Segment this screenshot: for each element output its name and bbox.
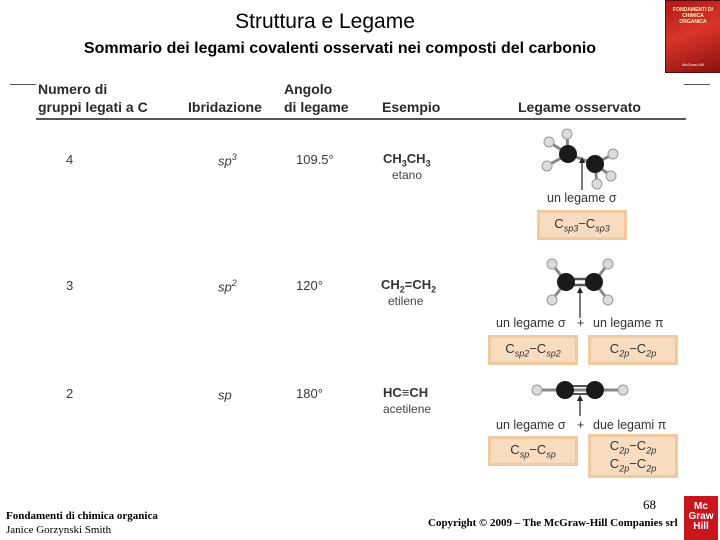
row-ethane-hybridization: sp3	[218, 152, 237, 168]
row-ethane-angle: 109.5°	[296, 152, 334, 167]
box-atom: −C	[578, 216, 596, 232]
row-acetylene-sigma-label: un legame σ	[496, 418, 566, 432]
box-orbital: sp	[519, 449, 530, 460]
row-ethane-groups: 4	[66, 152, 74, 167]
row-acetylene-hybridization: sp	[218, 386, 232, 402]
box-atom: C	[510, 442, 520, 458]
book-cover-publisher: McGraw-Hill	[682, 62, 704, 67]
formula-sub: 2	[431, 284, 437, 295]
row-acetylene-sigma-box: Csp−Csp	[488, 436, 578, 466]
bond-box-text: Csp3−Csp3	[554, 216, 609, 234]
row-ethane-bond-box: Csp3−Csp3	[537, 210, 627, 240]
slide-title: Struttura e Legame	[235, 10, 415, 33]
row-ethylene-pi-box: C2p−C2p	[588, 335, 678, 365]
acetylene-model-image	[531, 381, 629, 416]
row-acetylene-pi-box: C2p−C2p C2p−C2p	[588, 434, 678, 478]
bond-box-text: Csp2−Csp2	[505, 341, 560, 359]
formula-sub: 2	[399, 284, 405, 295]
box-atom: −C	[629, 456, 647, 471]
row-acetylene-angle: 180°	[296, 386, 323, 401]
box-atom: C	[609, 438, 620, 454]
box-orbital: sp3	[595, 223, 610, 234]
box-atom: −C	[529, 341, 547, 357]
formula-part: CH	[406, 151, 426, 166]
box-orbital: 2p	[619, 446, 630, 456]
right-rule	[684, 84, 710, 85]
row-acetylene-groups: 2	[66, 386, 74, 401]
box-orbital: 2p	[619, 348, 630, 359]
row-ethylene-name: etilene	[388, 294, 424, 308]
box-orbital: 2p	[646, 348, 657, 359]
formula-part: =CH	[404, 277, 432, 292]
formula-sub: 3	[425, 158, 431, 169]
footer-copyright: Copyright © 2009 – The McGraw-Hill Compa…	[428, 517, 678, 529]
row-ethylene-formula: CH2=CH2	[381, 277, 436, 298]
box-atom: −C	[629, 438, 647, 454]
formula-part: CH	[381, 277, 400, 292]
row-ethylene-hybridization: sp2	[218, 278, 237, 294]
bond-box-text: Csp−Csp	[510, 442, 555, 460]
hyb-sup: 3	[231, 152, 237, 162]
row-ethylene-sigma-label: un legame σ	[496, 316, 566, 330]
formula-part: CH	[383, 151, 402, 166]
logo-line: Graw	[688, 511, 714, 522]
box-orbital: sp2	[546, 348, 561, 359]
left-rule	[10, 84, 36, 85]
box-orbital: 2p	[646, 463, 657, 474]
row-ethane-bond-label: un legame σ	[547, 191, 617, 205]
row-acetylene-name: acetilene	[383, 402, 432, 416]
box-atom: C	[609, 341, 620, 357]
bond-box-text-line1: C2p−C2p	[610, 438, 656, 456]
row-acetylene-formula: HC≡CH	[383, 385, 429, 400]
bond-box-text: C2p−C2p	[610, 341, 656, 359]
row-ethylene-plus: +	[577, 316, 585, 330]
book-cover-title: FONDAMENTI DI CHIMICA ORGANICA	[673, 7, 713, 25]
row-acetylene-pi-label: due legami π	[593, 418, 667, 432]
page-number: 68	[643, 497, 656, 512]
box-orbital: 2p	[646, 446, 657, 456]
header-rule	[36, 118, 686, 120]
header-angle-line1: Angolo	[284, 81, 333, 97]
book-cover-image: FONDAMENTI DI CHIMICA ORGANICA McGraw-Hi…	[665, 0, 720, 73]
hyb-sup: 2	[231, 278, 237, 288]
hyb-base: sp	[218, 387, 232, 403]
hyb-base: sp	[218, 279, 232, 295]
box-orbital: sp3	[563, 223, 579, 234]
logo-line: Hill	[693, 521, 709, 532]
header-groups-line2: gruppi legati a C	[38, 99, 148, 115]
slide-subtitle: Sommario dei legami covalenti osservati …	[83, 40, 597, 57]
row-ethylene-angle: 120°	[296, 278, 323, 293]
footer-author: Janice Gorzynski Smith	[6, 524, 112, 536]
box-orbital: sp	[546, 449, 556, 460]
box-atom: C	[554, 216, 564, 232]
box-atom: −C	[629, 341, 647, 357]
header-groups-line1: Numero di	[38, 81, 108, 97]
box-atom: C	[609, 456, 620, 471]
box-orbital: 2p	[619, 463, 630, 474]
logo-line: Mc	[694, 501, 708, 512]
row-ethylene-groups: 3	[66, 278, 74, 293]
ethylene-model-image	[546, 258, 614, 318]
hyb-base: sp	[218, 153, 232, 169]
header-angle-line2: di legame	[284, 99, 349, 115]
ethane-model-image	[541, 128, 619, 190]
formula-sub: 3	[401, 158, 407, 169]
box-atom: C	[505, 341, 515, 357]
header-groups: Numero di gruppi legati a C	[38, 80, 148, 116]
mcgraw-hill-logo: Mc Graw Hill	[684, 496, 718, 540]
header-angle: Angolo di legame	[284, 80, 349, 116]
box-orbital: sp2	[514, 348, 530, 359]
row-ethylene-sigma-box: Csp2−Csp2	[488, 335, 578, 365]
header-bond: Legame osservato	[518, 99, 641, 115]
row-ethylene-pi-label: un legame π	[593, 316, 664, 330]
box-atom: −C	[529, 442, 547, 458]
bond-box-text-line2: C2p−C2p	[610, 456, 656, 474]
row-ethane-name: etano	[392, 168, 423, 182]
header-example: Esempio	[382, 99, 441, 115]
header-hybridization: Ibridazione	[188, 99, 262, 115]
footer-book-title: Fondamenti di chimica organica	[6, 510, 158, 522]
row-acetylene-plus: +	[577, 418, 585, 432]
row-ethane-formula: CH3CH3	[383, 151, 431, 172]
